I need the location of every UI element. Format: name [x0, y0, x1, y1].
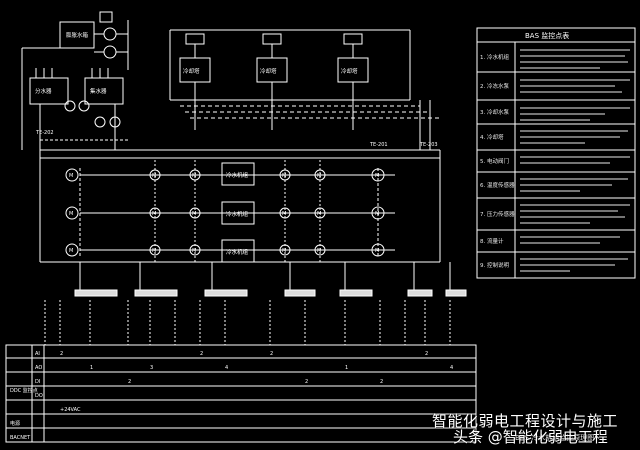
watermark-line2: 头条 @智能化弱电工程 — [453, 426, 608, 447]
panel-text-lines — [520, 49, 630, 272]
svg-text:M: M — [152, 248, 156, 254]
svg-text:M: M — [375, 248, 379, 254]
svg-text:2: 2 — [128, 379, 131, 385]
svg-text:M: M — [152, 173, 156, 179]
pipe-network — [39, 149, 441, 263]
temp-label-3: TE-203 — [419, 142, 438, 148]
cooling-tower-3-fan — [343, 33, 363, 45]
pumps-and-valves — [65, 160, 385, 262]
pump-top-icon — [103, 27, 117, 41]
pump-right-1-icon — [371, 168, 385, 182]
ddc-row-ao: AO — [35, 365, 42, 371]
cooling-tower-3: 冷却塔 — [337, 33, 369, 83]
panel-row-6: 6. 温度传感器 — [480, 181, 515, 189]
chiller-2 — [221, 201, 255, 225]
chiller-1 — [221, 162, 255, 186]
cooling-tower-2-fan — [262, 33, 282, 45]
bas-panel-title: BAS 监控点表 — [525, 31, 569, 40]
expansion-tank-box — [59, 21, 95, 49]
panel-row-3: 3. 冷却水泵 — [480, 108, 509, 116]
watermark-text-2: 头条 @智能化弱电工程 — [453, 428, 608, 446]
ddc-row-power: 电源 — [10, 420, 20, 427]
panel-row-8: 8. 流量计 — [480, 237, 504, 245]
drawing-caption: BAS 冷水机组监控原理图 — [515, 433, 594, 442]
svg-text:M: M — [317, 248, 321, 254]
svg-text:M: M — [282, 248, 286, 254]
svg-text:M: M — [282, 211, 286, 217]
svg-text:M: M — [192, 173, 196, 179]
svg-text:M: M — [317, 211, 321, 217]
svg-text:M: M — [192, 211, 196, 217]
collector-box — [84, 77, 124, 105]
svg-text:2: 2 — [425, 351, 428, 357]
svg-text:M: M — [282, 173, 286, 179]
pump-left-1-icon — [65, 168, 79, 182]
panel-row-4: 4. 冷却塔 — [480, 133, 504, 141]
svg-text:M: M — [375, 173, 379, 179]
watermark-line1: 智能化弱电工程设计与施工 — [432, 410, 618, 431]
ddc-point-table — [5, 344, 477, 443]
svg-text:M: M — [69, 248, 73, 254]
svg-text:2: 2 — [380, 379, 383, 385]
bas-panel — [476, 27, 636, 279]
chiller-3 — [221, 239, 255, 263]
pump-left-3-icon — [65, 243, 79, 257]
signal-lines — [44, 300, 451, 345]
collector-label: 集水器 — [90, 87, 107, 95]
panel-row-9: 9. 控制说明 — [480, 261, 509, 269]
svg-text:M: M — [69, 211, 73, 217]
pump-top-2-icon — [103, 45, 117, 59]
exchanger-box — [29, 77, 69, 105]
valve-box — [99, 11, 113, 23]
ddc-note: +24VAC — [60, 407, 81, 413]
panel-row-7: 7. 压力传感器 — [480, 210, 515, 218]
svg-text:2: 2 — [270, 351, 273, 357]
pump-right-3-icon — [371, 243, 385, 257]
svg-text:M: M — [317, 173, 321, 179]
ddc-table-title: DDC 监控点 — [10, 387, 38, 394]
pump-right-2-icon — [371, 206, 385, 220]
svg-text:3: 3 — [150, 365, 153, 371]
cooling-towers: 冷却塔 冷却塔 冷却塔 — [169, 29, 440, 150]
temp-label-1: TE-202 — [35, 130, 54, 136]
svg-text:4: 4 — [225, 365, 228, 371]
svg-text:冷却塔: 冷却塔 — [341, 67, 358, 75]
ddc-row-do: DO — [35, 393, 43, 399]
exchanger-label: 分水器 — [35, 87, 52, 95]
svg-text:M: M — [69, 173, 73, 179]
svg-text:冷却塔: 冷却塔 — [260, 67, 277, 75]
panel-row-5: 5. 电动阀门 — [480, 157, 509, 165]
expansion-tank-label: 膨胀水箱 — [66, 31, 89, 39]
ddc-controllers — [74, 262, 467, 297]
temp-label-2: TE-201 — [369, 142, 388, 148]
ddc-row-ai: AI — [35, 351, 40, 357]
pump-left-2-icon — [65, 206, 79, 220]
svg-text:M: M — [152, 211, 156, 217]
svg-text:M: M — [375, 211, 379, 217]
water-treatment-group: 膨胀水箱 分水器 集水器 — [21, 11, 130, 150]
svg-text:1: 1 — [345, 365, 348, 371]
svg-text:1: 1 — [90, 365, 93, 371]
svg-text:2: 2 — [200, 351, 203, 357]
svg-text:2: 2 — [305, 379, 308, 385]
chiller-1-label: 冷水机组 — [226, 171, 249, 179]
cooling-tower-1-fan — [185, 33, 205, 45]
chiller-2-label: 冷水机组 — [226, 210, 249, 218]
panel-row-1: 1. 冷水机组 — [480, 53, 509, 61]
svg-text:2: 2 — [60, 351, 63, 357]
svg-text:4: 4 — [450, 365, 453, 371]
watermark-text-1: 智能化弱电工程设计与施工 — [432, 412, 619, 430]
cooling-tower-1: 冷却塔 — [179, 33, 211, 83]
ddc-row-bacnet: BACNET — [10, 435, 31, 441]
svg-text:冷却塔: 冷却塔 — [183, 67, 200, 75]
chiller-3-label: 冷水机组 — [226, 248, 249, 256]
cooling-tower-2: 冷却塔 — [256, 33, 288, 83]
svg-text:M: M — [192, 248, 196, 254]
ddc-row-di: DI — [35, 379, 40, 385]
panel-row-2: 2. 冷冻水泵 — [480, 82, 509, 90]
